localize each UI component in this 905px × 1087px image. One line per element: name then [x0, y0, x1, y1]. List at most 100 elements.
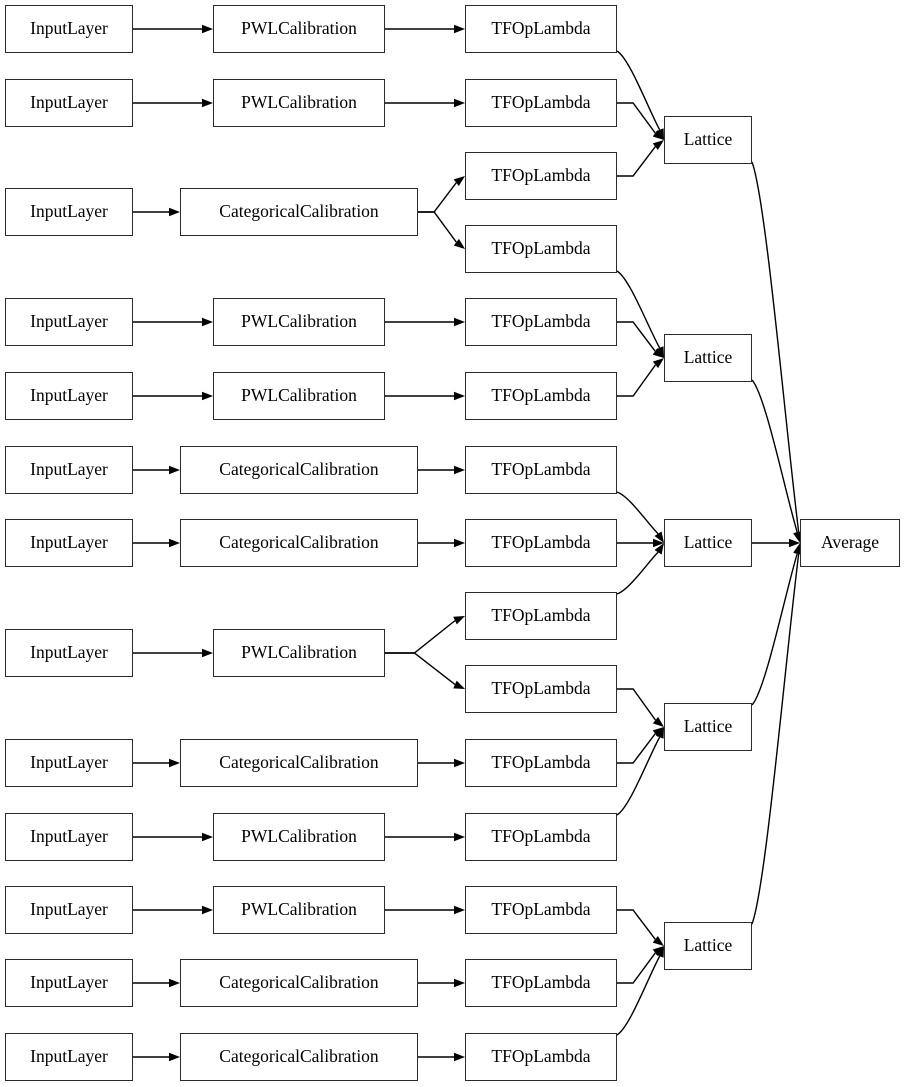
graph-node-in2[interactable]: InputLayer	[5, 79, 133, 127]
edge-arrowhead	[653, 538, 664, 548]
edge-arrowhead	[453, 176, 465, 187]
graph-node-cal6[interactable]: CategoricalCalibration	[180, 446, 418, 494]
edge-arrowhead	[652, 358, 664, 369]
graph-node-op9[interactable]: TFOpLambda	[465, 592, 617, 640]
graph-edge-in11-to-cal11	[133, 905, 213, 915]
edge-arrowhead	[453, 616, 465, 625]
graph-edge-in2-to-cal2	[133, 98, 213, 108]
graph-node-cal2[interactable]: PWLCalibration	[213, 79, 385, 127]
graph-edge-cal8-to-op10	[385, 652, 465, 689]
graph-node-lat5[interactable]: Lattice	[664, 922, 752, 970]
edge-arrowhead	[454, 24, 465, 34]
graph-edge-op14-to-lat5	[617, 946, 664, 984]
graph-node-cal12[interactable]: CategoricalCalibration	[180, 959, 418, 1007]
edge-arrowhead	[202, 24, 213, 34]
edge-arrowhead	[169, 207, 180, 217]
graph-edge-cal8-to-op9	[385, 616, 465, 654]
graph-edge-op5-to-lat2	[617, 321, 664, 358]
edge-arrowhead	[453, 680, 465, 689]
graph-node-op14[interactable]: TFOpLambda	[465, 959, 617, 1007]
graph-node-op15[interactable]: TFOpLambda	[465, 1033, 617, 1081]
graph-node-in5[interactable]: InputLayer	[5, 372, 133, 420]
graph-node-cal3[interactable]: CategoricalCalibration	[180, 188, 418, 236]
graph-node-in3[interactable]: InputLayer	[5, 188, 133, 236]
graph-node-label: CategoricalCalibration	[219, 752, 379, 773]
graph-node-lat1[interactable]: Lattice	[664, 116, 752, 164]
graph-node-lat4[interactable]: Lattice	[664, 703, 752, 751]
graph-node-in7[interactable]: InputLayer	[5, 519, 133, 567]
graph-node-cal10[interactable]: PWLCalibration	[213, 813, 385, 861]
graph-node-label: PWLCalibration	[241, 899, 357, 920]
edge-arrowhead	[652, 140, 664, 151]
edge-arrowhead	[454, 978, 465, 988]
edge-arrowhead	[652, 347, 664, 358]
graph-node-label: InputLayer	[30, 311, 108, 332]
graph-node-in13[interactable]: InputLayer	[5, 1033, 133, 1081]
edge-line	[751, 553, 800, 925]
edge-arrowhead	[453, 238, 465, 249]
graph-edge-op6-to-lat2	[617, 358, 664, 397]
graph-node-avg[interactable]: Average	[800, 519, 900, 567]
graph-node-cal4[interactable]: PWLCalibration	[213, 298, 385, 346]
graph-node-op12[interactable]: TFOpLambda	[465, 813, 617, 861]
graph-node-lat3[interactable]: Lattice	[664, 519, 752, 567]
graph-node-label: InputLayer	[30, 18, 108, 39]
graph-node-op13[interactable]: TFOpLambda	[465, 886, 617, 934]
graph-node-label: TFOpLambda	[491, 752, 591, 773]
graph-node-label: Lattice	[683, 347, 733, 368]
graph-node-op11[interactable]: TFOpLambda	[465, 739, 617, 787]
graph-edge-lat1-to-avg	[751, 161, 803, 543]
graph-node-cal5[interactable]: PWLCalibration	[213, 372, 385, 420]
edge-line	[616, 551, 659, 595]
graph-node-label: TFOpLambda	[491, 92, 591, 113]
edge-line	[616, 50, 661, 131]
edge-line	[418, 211, 457, 243]
edge-line	[617, 102, 656, 134]
graph-node-label: InputLayer	[30, 459, 108, 480]
graph-node-in12[interactable]: InputLayer	[5, 959, 133, 1007]
graph-node-cal1[interactable]: PWLCalibration	[213, 5, 385, 53]
edge-line	[616, 270, 661, 349]
graph-edge-cal13-to-op15	[418, 1052, 465, 1062]
graph-node-in4[interactable]: InputLayer	[5, 298, 133, 346]
graph-node-op6[interactable]: TFOpLambda	[465, 372, 617, 420]
graph-node-op10[interactable]: TFOpLambda	[465, 665, 617, 713]
graph-node-label: InputLayer	[30, 899, 108, 920]
graph-edge-cal6-to-op7	[418, 465, 465, 475]
graph-node-in8[interactable]: InputLayer	[5, 629, 133, 677]
graph-node-op7[interactable]: TFOpLambda	[465, 446, 617, 494]
graph-edge-op12-to-lat4	[616, 727, 664, 816]
edge-arrowhead	[454, 98, 465, 108]
graph-node-op2[interactable]: TFOpLambda	[465, 79, 617, 127]
edge-arrowhead	[169, 538, 180, 548]
edge-line	[617, 909, 656, 940]
edge-line	[751, 379, 798, 533]
graph-node-cal8[interactable]: PWLCalibration	[213, 629, 385, 677]
graph-node-cal13[interactable]: CategoricalCalibration	[180, 1033, 418, 1081]
graph-node-cal7[interactable]: CategoricalCalibration	[180, 519, 418, 567]
graph-node-lat2[interactable]: Lattice	[664, 334, 752, 382]
graph-node-in11[interactable]: InputLayer	[5, 886, 133, 934]
edge-line	[617, 733, 656, 764]
edge-line	[751, 553, 798, 706]
graph-node-in10[interactable]: InputLayer	[5, 813, 133, 861]
graph-node-cal11[interactable]: PWLCalibration	[213, 886, 385, 934]
graph-node-label: CategoricalCalibration	[219, 532, 379, 553]
graph-node-op8[interactable]: TFOpLambda	[465, 519, 617, 567]
graph-node-in6[interactable]: InputLayer	[5, 446, 133, 494]
graph-edge-in6-to-cal6	[133, 465, 180, 475]
graph-node-cal9[interactable]: CategoricalCalibration	[180, 739, 418, 787]
edge-arrowhead	[652, 129, 664, 140]
graph-node-op3[interactable]: TFOpLambda	[465, 152, 617, 200]
graph-edge-cal1-to-op1	[385, 24, 465, 34]
graph-node-label: InputLayer	[30, 826, 108, 847]
edge-arrowhead	[655, 727, 664, 739]
graph-node-op1[interactable]: TFOpLambda	[465, 5, 617, 53]
graph-node-label: Average	[821, 532, 879, 553]
graph-node-in1[interactable]: InputLayer	[5, 5, 133, 53]
graph-edge-op10-to-lat4	[617, 688, 664, 727]
graph-node-op4[interactable]: TFOpLambda	[465, 225, 617, 273]
graph-node-op5[interactable]: TFOpLambda	[465, 298, 617, 346]
graph-edge-in1-to-cal1	[133, 24, 213, 34]
graph-node-in9[interactable]: InputLayer	[5, 739, 133, 787]
